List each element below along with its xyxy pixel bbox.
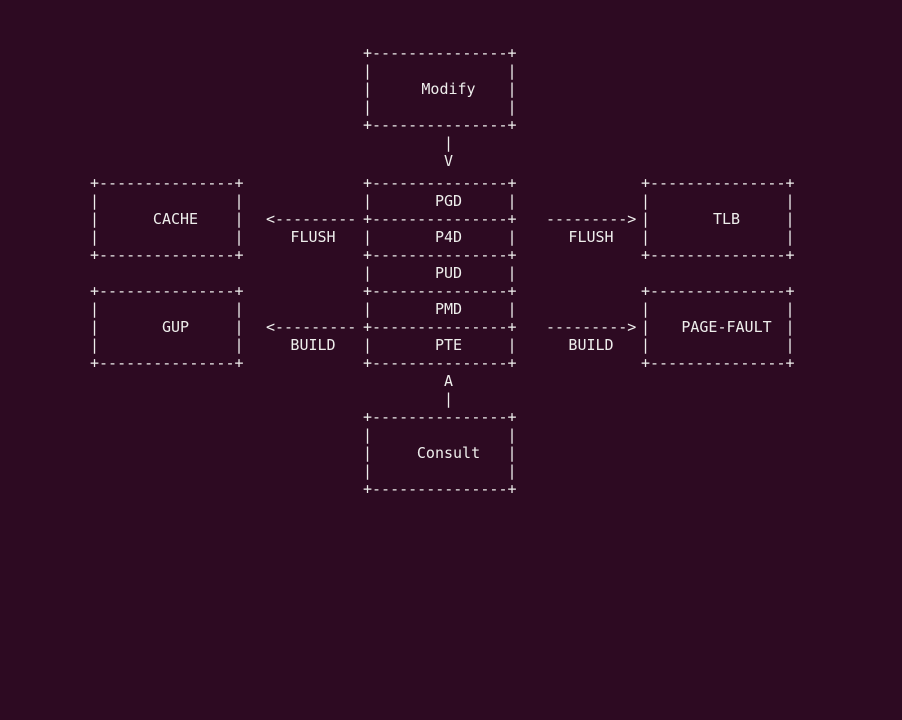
modify-arrow-head: V	[443, 152, 454, 170]
cache-box-label-row: | |	[90, 210, 244, 228]
cache-box-bottom-border: +---------------+	[90, 246, 244, 264]
p4d-label: P4D	[434, 228, 463, 246]
consult-arrow-head: A	[443, 372, 454, 390]
cache-flush-arrow: <--------- FLUSH	[263, 174, 363, 262]
cache-box-blank-row: | |	[90, 192, 244, 210]
cache-box-top-border: +---------------+	[90, 174, 244, 192]
pt-cell-pgd: | |	[363, 192, 517, 210]
gup-box: +---------------+ | | | | | | +---------…	[90, 282, 261, 372]
gup-box-blank-row-2: | |	[90, 336, 244, 354]
pmd-label: PMD	[434, 300, 463, 318]
terminal-window: +---------------+ | | | | | | +---------…	[90, 44, 812, 498]
modify-box-blank-row: | |	[363, 62, 517, 80]
pt-cell-pmd: | |	[363, 300, 517, 318]
pt-cell-pte: | |	[363, 336, 517, 354]
page-fault-label: PAGE-FAULT	[681, 318, 772, 336]
tlb-box: +---------------+ | | | | | | +---------…	[641, 174, 812, 264]
page-fault-box-label-row: | |	[641, 318, 795, 336]
page-fault-box-bottom-border: +---------------+	[641, 354, 795, 372]
tlb-flush-arrow: ---------> FLUSH	[541, 174, 641, 262]
modify-arrow-shaft: |	[443, 134, 454, 152]
consult-box-top-border: +---------------+	[363, 408, 517, 426]
tlb-box-blank-row-2: | |	[641, 228, 795, 246]
gup-box-blank-row: | |	[90, 300, 244, 318]
modify-box-blank-row-2: | |	[363, 98, 517, 116]
consult-box-label-row: | |	[363, 444, 517, 462]
modify-label: Modify	[421, 80, 476, 98]
page-fault-build-arrow-label: BUILD	[568, 336, 614, 354]
pt-cell-p4d: | |	[363, 228, 517, 246]
pt-cell-pud: | |	[363, 264, 517, 282]
pt-border-5: +---------------+	[363, 354, 517, 372]
pt-border-4: +---------------+	[363, 318, 517, 336]
consult-box-blank-row-2: | |	[363, 462, 517, 480]
gup-build-arrow: <--------- BUILD	[263, 282, 363, 370]
page-table-levels: +---------------+ | | PGD +-------------…	[363, 174, 534, 372]
tlb-box-bottom-border: +---------------+	[641, 246, 795, 264]
modify-box-label-row: | |	[363, 80, 517, 98]
cache-label: CACHE	[152, 210, 199, 228]
page-fault-box: +---------------+ | | | | | | +---------…	[641, 282, 812, 372]
tlb-flush-arrow-label: FLUSH	[568, 228, 614, 246]
gup-box-label-row: | |	[90, 318, 244, 336]
tlb-box-blank-row: | |	[641, 192, 795, 210]
cache-box-blank-row-2: | |	[90, 228, 244, 246]
tlb-label: TLB	[712, 210, 741, 228]
pte-label: PTE	[434, 336, 463, 354]
consult-label: Consult	[416, 444, 481, 462]
page-fault-box-top-border: +---------------+	[641, 282, 795, 300]
page-fault-build-arrow: ---------> BUILD	[541, 282, 641, 370]
consult-box: +---------------+ | | | | | | +---------…	[363, 408, 534, 498]
consult-box-blank-row: | |	[363, 426, 517, 444]
page-fault-box-blank-row: | |	[641, 300, 795, 318]
tlb-box-top-border: +---------------+	[641, 174, 795, 192]
cache-flush-arrow-glyph: <---------	[266, 210, 357, 228]
gup-build-arrow-glyph: <---------	[266, 318, 357, 336]
pgd-label: PGD	[434, 192, 463, 210]
pt-border-3: +---------------+	[363, 282, 517, 300]
tlb-flush-arrow-glyph: --------->	[546, 210, 637, 228]
page-fault-box-blank-row-2: | |	[641, 336, 795, 354]
consult-arrow-shaft: |	[443, 390, 454, 408]
pt-border-0: +---------------+	[363, 174, 517, 192]
cache-box: +---------------+ | | | | | | +---------…	[90, 174, 261, 264]
modify-box: +---------------+ | | | | | | +---------…	[363, 44, 534, 134]
pud-label: PUD	[434, 264, 463, 282]
cache-flush-arrow-label: FLUSH	[290, 228, 336, 246]
gup-box-bottom-border: +---------------+	[90, 354, 244, 372]
modify-box-bottom-border: +---------------+	[363, 116, 517, 134]
gup-box-top-border: +---------------+	[90, 282, 244, 300]
modify-down-arrow: | V	[363, 134, 534, 206]
tlb-box-label-row: | |	[641, 210, 795, 228]
consult-box-bottom-border: +---------------+	[363, 480, 517, 498]
pt-border-1: +---------------+	[363, 210, 517, 228]
consult-up-arrow: A |	[363, 372, 534, 444]
page-fault-build-arrow-glyph: --------->	[546, 318, 637, 336]
gup-label: GUP	[161, 318, 190, 336]
modify-box-top-border: +---------------+	[363, 44, 517, 62]
gup-build-arrow-label: BUILD	[290, 336, 336, 354]
pt-border-2: +---------------+	[363, 246, 517, 264]
